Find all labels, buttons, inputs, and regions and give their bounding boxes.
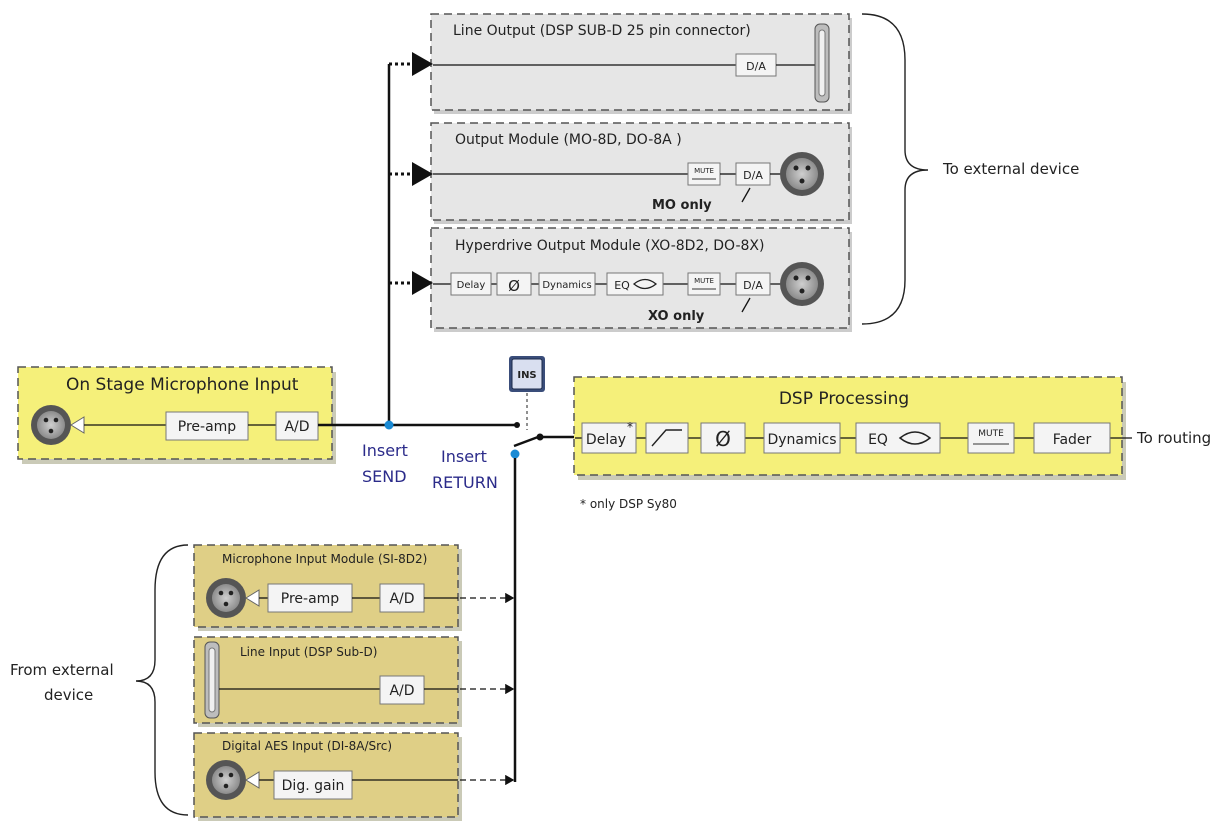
- dsp-mute: MUTE: [978, 429, 1004, 439]
- mic-input-box: On Stage Microphone Input Pre-amp A/D: [17, 366, 336, 464]
- eq-curve-icon: [632, 278, 658, 290]
- input-brace: [135, 544, 189, 816]
- insert-send-dot: [384, 420, 394, 430]
- mo-only-label: MO only: [652, 198, 712, 213]
- xlr-output-icon-2: [780, 262, 824, 306]
- xlr-aes-icon: [206, 760, 260, 800]
- xlr-output-icon: [780, 152, 824, 196]
- dsp-eq-curve-icon: [898, 431, 932, 445]
- si-ad: A/D: [389, 591, 414, 607]
- si-preamp: Pre-amp: [281, 591, 340, 607]
- insert-send-label-2: SEND: [362, 467, 407, 486]
- si-module-box: Microphone Input Module (SI-8D2) Pre-amp…: [193, 544, 462, 631]
- aes-dig-gain: Dig. gain: [282, 778, 345, 794]
- dsp-footnote: * only DSP Sy80: [580, 497, 677, 511]
- mute-label: MUTE: [694, 167, 714, 175]
- ins-label: INS: [517, 370, 536, 381]
- line-input-box: Line Input (DSP Sub-D) A/D: [193, 636, 462, 727]
- to-external-label: To external device: [942, 160, 1079, 178]
- hyperdrive-delay: Delay: [457, 280, 486, 291]
- output-module-da: D/A: [743, 169, 763, 182]
- dsp-eq: EQ: [868, 432, 888, 448]
- dsp-dynamics: Dynamics: [767, 432, 836, 448]
- line-input-title: Line Input (DSP Sub-D): [240, 645, 377, 659]
- hyperdrive-mute: MUTE: [694, 277, 714, 285]
- ins-button[interactable]: INS: [509, 356, 545, 392]
- output-module-title: Output Module (MO-8D, DO-8A ): [455, 132, 682, 148]
- mic-input-title: On Stage Microphone Input: [66, 375, 299, 395]
- insert-return-dot: [510, 449, 520, 459]
- hyperdrive-eq: EQ: [614, 279, 630, 292]
- dsp-processing-box: DSP Processing Delay * Ø Dynamics EQ MUT…: [573, 376, 1132, 480]
- insert-switch: [513, 393, 575, 448]
- line-output-da: D/A: [746, 60, 766, 73]
- si-title: Microphone Input Module (SI-8D2): [222, 552, 427, 566]
- xlr-si-icon: [206, 578, 260, 618]
- line-output-box: Line Output (DSP SUB-D 25 pin connector)…: [430, 13, 852, 114]
- hyperdrive-output-box: Hyperdrive Output Module (XO-8D2, DO-8X)…: [430, 227, 852, 332]
- aes-input-box: Digital AES Input (DI-8A/Src) Dig. gain: [193, 732, 462, 821]
- from-external-label-1: From external: [10, 661, 114, 679]
- dsp-title: DSP Processing: [779, 389, 909, 409]
- from-external-label-2: device: [44, 686, 93, 704]
- dsp-phase: Ø: [715, 427, 731, 451]
- hyperdrive-da: D/A: [743, 279, 763, 292]
- hyperdrive-dynamics: Dynamics: [542, 280, 591, 291]
- hyperdrive-title: Hyperdrive Output Module (XO-8D2, DO-8X): [455, 238, 764, 254]
- output-brace: [861, 13, 929, 325]
- line-input-ad: A/D: [389, 683, 414, 699]
- output-module-box: Output Module (MO-8D, DO-8A ) MUTE D/A M…: [430, 122, 852, 224]
- mic-ad: A/D: [284, 419, 309, 435]
- subd-connector-icon: [814, 23, 830, 103]
- highpass-filter-icon: [651, 429, 682, 447]
- insert-return-label-2: RETURN: [432, 473, 498, 492]
- to-routing-label: To routing: [1136, 429, 1211, 447]
- subd-input-icon: [204, 641, 220, 719]
- xo-only-label: XO only: [648, 309, 705, 324]
- line-output-title: Line Output (DSP SUB-D 25 pin connector): [453, 23, 751, 39]
- aes-title: Digital AES Input (DI-8A/Src): [222, 739, 392, 753]
- insert-return-label-1: Insert: [441, 447, 487, 466]
- dsp-fader: Fader: [1053, 432, 1092, 448]
- dsp-delay-asterisk: *: [627, 420, 633, 434]
- insert-send-label-1: Insert: [362, 441, 408, 460]
- hyperdrive-phase: Ø: [508, 277, 520, 295]
- dsp-delay: Delay: [586, 432, 626, 448]
- mic-preamp: Pre-amp: [178, 419, 237, 435]
